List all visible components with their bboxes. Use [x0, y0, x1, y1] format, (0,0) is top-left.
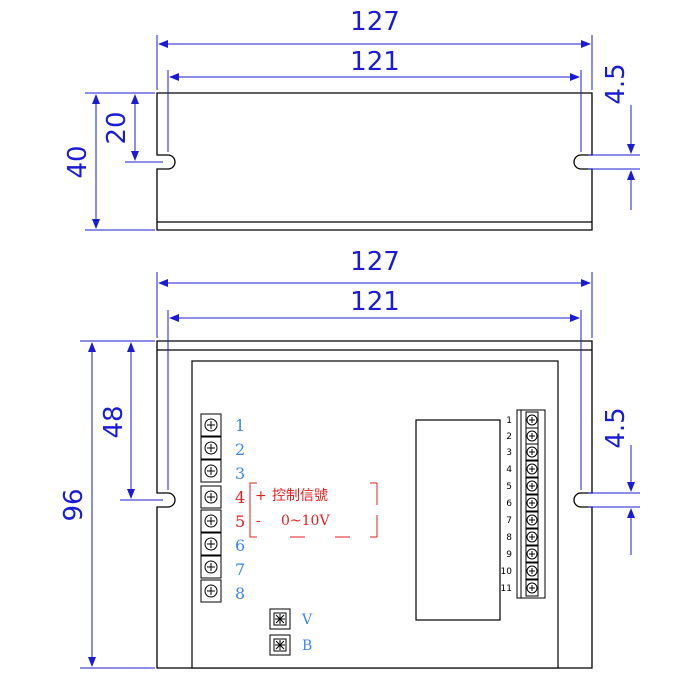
left-terminal-label: 6	[235, 536, 245, 555]
strip-screw	[525, 427, 539, 445]
strip-screw	[525, 511, 539, 529]
terminal-screw	[200, 532, 222, 556]
right-terminal-label: 10	[501, 567, 513, 577]
control-signal-bracket	[249, 482, 378, 538]
left-terminal-label: 1	[235, 416, 245, 435]
control-minus-sign: -	[256, 513, 261, 529]
right-terminal-label: 4	[506, 465, 512, 475]
left-terminal-label: 5	[235, 512, 245, 531]
right-terminal-label: 7	[506, 516, 512, 526]
potentiometer-v-icon[interactable]	[269, 608, 291, 630]
top-view-outline	[156, 92, 593, 231]
terminal-screw	[200, 579, 222, 603]
pot-label-b: B	[302, 638, 312, 654]
strip-screw	[525, 545, 539, 563]
terminal-screw	[200, 509, 222, 533]
left-terminal-label: 8	[235, 584, 245, 603]
terminal-screw	[200, 413, 222, 437]
terminal-screw	[200, 459, 222, 483]
right-terminal-label: 9	[506, 550, 512, 560]
terminal-screw	[200, 436, 222, 460]
left-terminal-label: 3	[235, 464, 245, 483]
pot-label-v: V	[301, 612, 313, 628]
strip-screw	[525, 528, 539, 546]
terminal-screw	[200, 555, 222, 579]
right-terminal-label: 8	[506, 533, 512, 543]
control-plus-sign: +	[255, 488, 267, 504]
right-terminal-label: 11	[501, 584, 512, 594]
top-view: 127 121 40 20 4.5	[63, 7, 640, 231]
right-terminal-screws	[525, 411, 539, 597]
dim-top-slot: 4.5	[601, 63, 631, 104]
dim-bottom-outer-width: 127	[350, 247, 400, 277]
dim-bottom-slot: 4.5	[601, 407, 631, 448]
right-terminal-label: 2	[506, 432, 512, 442]
right-terminal-label: 6	[506, 499, 512, 509]
pcb-panel	[191, 360, 559, 669]
dim-bottom-inner-width: 121	[350, 287, 400, 317]
ic-component	[415, 419, 501, 621]
potentiometer-b-icon[interactable]	[269, 634, 291, 656]
dim-top-inner-width: 121	[350, 47, 400, 77]
dim-top-half-height: 20	[102, 111, 132, 144]
strip-screw	[525, 443, 539, 461]
left-terminal-label: 7	[235, 560, 245, 579]
strip-screw	[525, 411, 539, 429]
terminal-screw	[200, 485, 222, 509]
bottom-view: 127 121 96 48 4.5 1	[59, 247, 640, 669]
right-terminal-label: 3	[506, 448, 512, 458]
strip-screw	[525, 579, 539, 597]
dim-bottom-height: 96	[59, 488, 89, 521]
dim-bottom-half-height: 48	[99, 405, 129, 438]
right-terminal-label: 1	[506, 416, 512, 426]
dim-top-height: 40	[63, 145, 93, 178]
left-terminal-label: 4	[235, 488, 245, 507]
left-terminal-block	[200, 413, 222, 603]
right-terminal-label: 5	[506, 482, 512, 492]
strip-screw	[525, 494, 539, 512]
strip-screw	[525, 460, 539, 478]
control-signal-label: 控制信號	[272, 488, 328, 504]
strip-screw	[525, 477, 539, 495]
left-terminal-label: 2	[235, 440, 245, 459]
strip-screw	[525, 562, 539, 580]
dim-top-outer-width: 127	[350, 7, 400, 37]
control-signal-range: 0~10V	[281, 513, 330, 529]
